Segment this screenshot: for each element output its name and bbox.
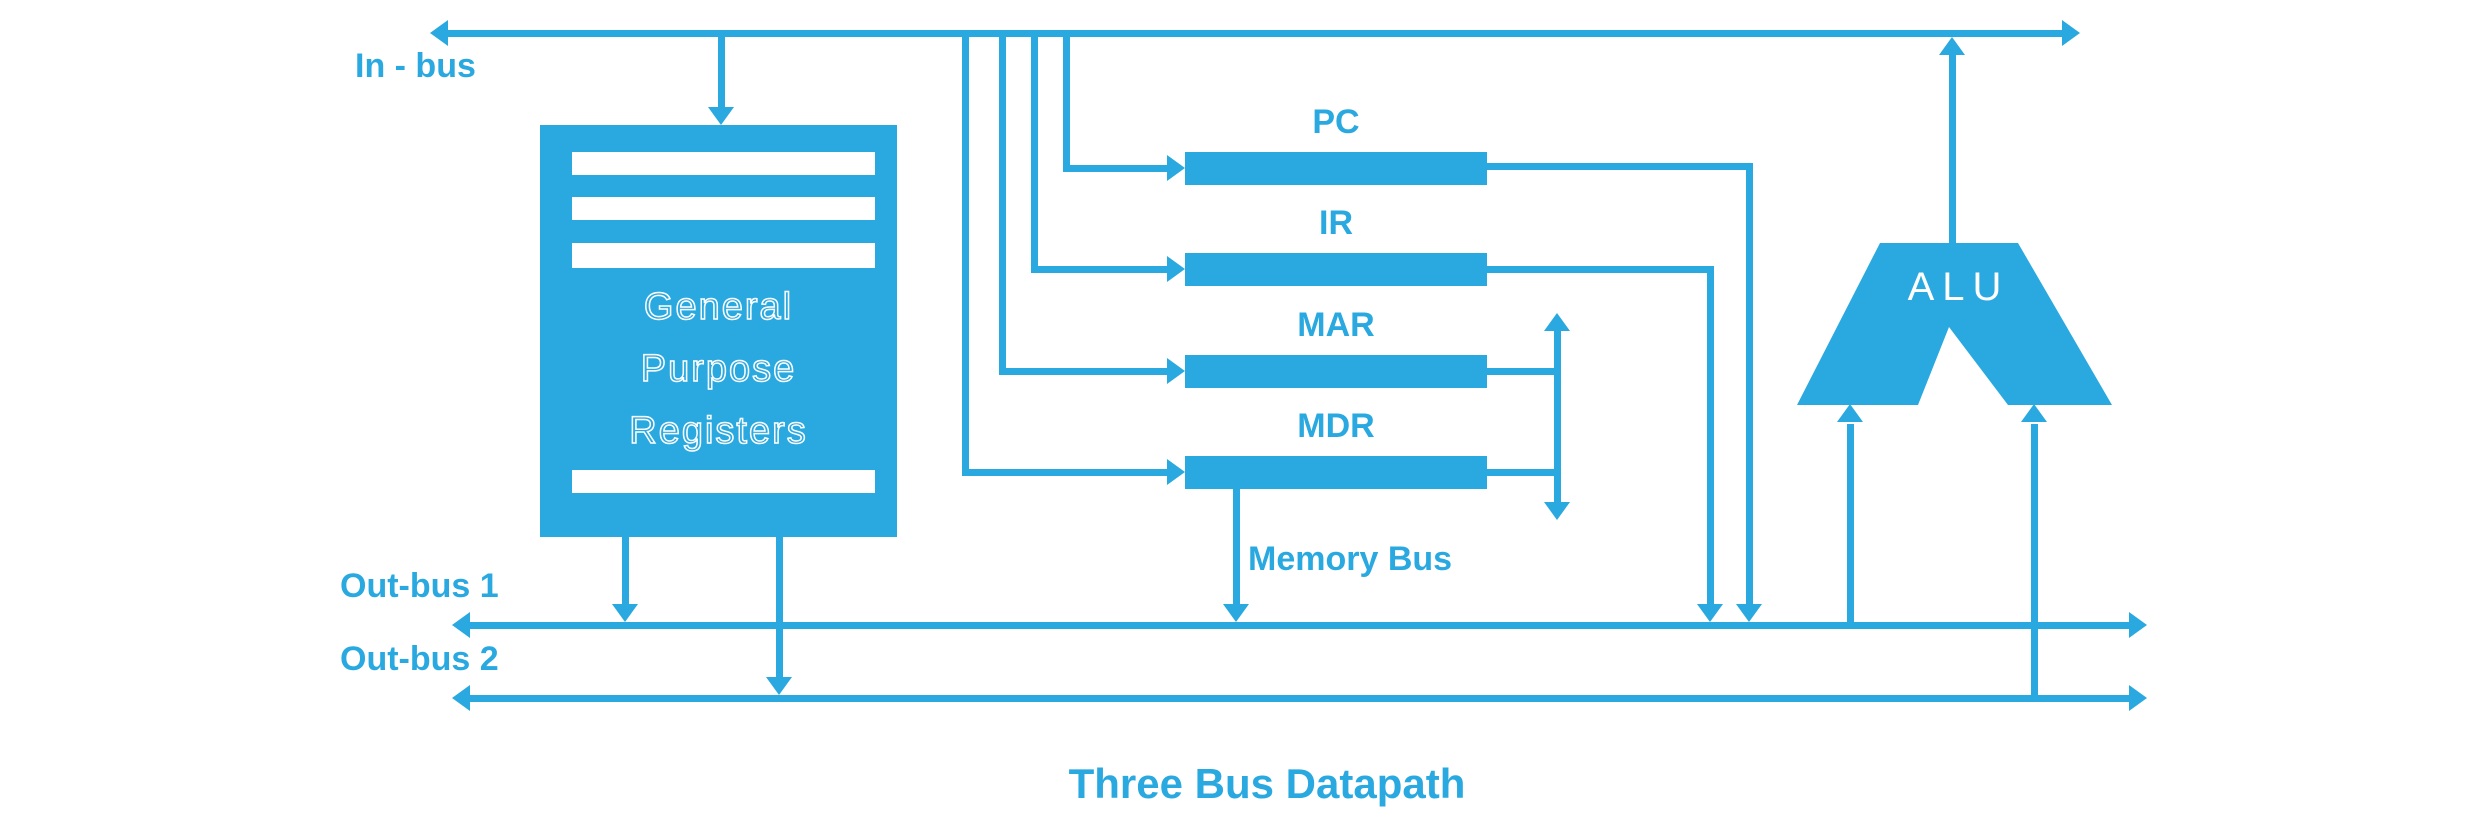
in-bus-to-mar-vline — [999, 37, 1006, 375]
mar-input-arrowhead-icon — [1167, 358, 1185, 384]
out-bus1-left-arrowhead-icon — [452, 612, 470, 638]
ir-to-outbus1-arrowhead-icon — [1697, 604, 1723, 622]
mdr-register — [1185, 456, 1487, 489]
gpr-block: General Purpose Registers — [540, 125, 897, 537]
pc-output-vline — [1746, 163, 1753, 604]
memory-bidir-down-arrowhead-icon — [1544, 502, 1570, 520]
mdr-label: MDR — [1297, 407, 1375, 445]
mdr-memory-stub-line — [1487, 469, 1560, 476]
in-bus-to-mdr-vline — [962, 37, 969, 476]
out-bus2-line — [470, 695, 2129, 702]
gpr-input-arrowhead-icon — [708, 107, 734, 125]
mar-register — [1185, 355, 1487, 388]
ir-label: IR — [1319, 204, 1353, 242]
pc-input-arrowhead-icon — [1167, 155, 1185, 181]
gpr-label-line2: Purpose — [640, 347, 797, 391]
gpr-register-slot — [572, 197, 875, 220]
gpr-register-slot — [572, 470, 875, 493]
ir-output-hline — [1487, 266, 1713, 273]
ir-register — [1185, 253, 1487, 286]
out-bus1-right-arrowhead-icon — [2129, 612, 2147, 638]
ir-input-arrowhead-icon — [1167, 256, 1185, 282]
alu-block: ALU — [1797, 243, 2112, 405]
pc-to-outbus1-arrowhead-icon — [1736, 604, 1762, 622]
in-bus-to-gpr-line — [718, 37, 725, 107]
pc-label: PC — [1312, 103, 1360, 141]
out-bus1-line — [470, 622, 2129, 629]
memory-bus-label: Memory Bus — [1248, 540, 1453, 578]
in-bus-left-arrowhead-icon — [430, 20, 448, 46]
memory-bidir-line — [1554, 331, 1561, 502]
alu-left-input-arrowhead-icon — [1837, 404, 1863, 422]
gpr-block-label: General Purpose Registers — [540, 276, 897, 462]
gpr-to-outbus1-line — [622, 537, 629, 604]
ir-output-vline — [1707, 266, 1714, 604]
alu-right-input-arrowhead-icon — [2021, 404, 2047, 422]
alu-output-line — [1949, 55, 1956, 243]
outbus2-to-alu-line — [2031, 424, 2038, 695]
in-bus-to-pc-vline — [1063, 37, 1070, 172]
gpr-to-outbus2-line — [776, 537, 783, 677]
in-bus-to-ir-hline — [1031, 266, 1167, 273]
pc-output-hline — [1487, 163, 1752, 170]
diagram-title: Three Bus Datapath — [1068, 760, 1466, 807]
in-bus-to-mar-hline — [999, 368, 1167, 375]
mdr-input-arrowhead-icon — [1167, 459, 1185, 485]
in-bus-line — [448, 30, 2062, 37]
in-bus-to-mdr-hline — [962, 469, 1167, 476]
gpr-register-slot — [572, 243, 875, 268]
alu-label: ALU — [1907, 265, 2010, 309]
out-bus2-right-arrowhead-icon — [2129, 685, 2147, 711]
out-bus2-label: Out-bus 2 — [340, 640, 499, 678]
out-bus2-left-arrowhead-icon — [452, 685, 470, 711]
gpr-label-line3: Registers — [629, 409, 808, 453]
memory-bus-line — [1233, 489, 1240, 604]
out-bus1-label: Out-bus 1 — [340, 567, 499, 605]
memory-bidir-up-arrowhead-icon — [1544, 313, 1570, 331]
gpr-register-slot — [572, 152, 875, 175]
in-bus-to-pc-hline — [1063, 165, 1167, 172]
in-bus-label: In - bus — [355, 47, 476, 85]
mar-label: MAR — [1297, 306, 1375, 344]
pc-register — [1185, 152, 1487, 185]
memory-bus-arrowhead-icon — [1223, 604, 1249, 622]
gpr-label-line1: General — [643, 285, 794, 329]
gpr-to-outbus1-arrowhead-icon — [612, 604, 638, 622]
alu-to-inbus-arrowhead-icon — [1939, 37, 1965, 55]
mar-memory-stub-line — [1487, 368, 1560, 375]
gpr-to-outbus2-arrowhead-icon — [766, 677, 792, 695]
in-bus-right-arrowhead-icon — [2062, 20, 2080, 46]
outbus1-to-alu-line — [1847, 424, 1854, 622]
in-bus-to-ir-vline — [1031, 37, 1038, 273]
